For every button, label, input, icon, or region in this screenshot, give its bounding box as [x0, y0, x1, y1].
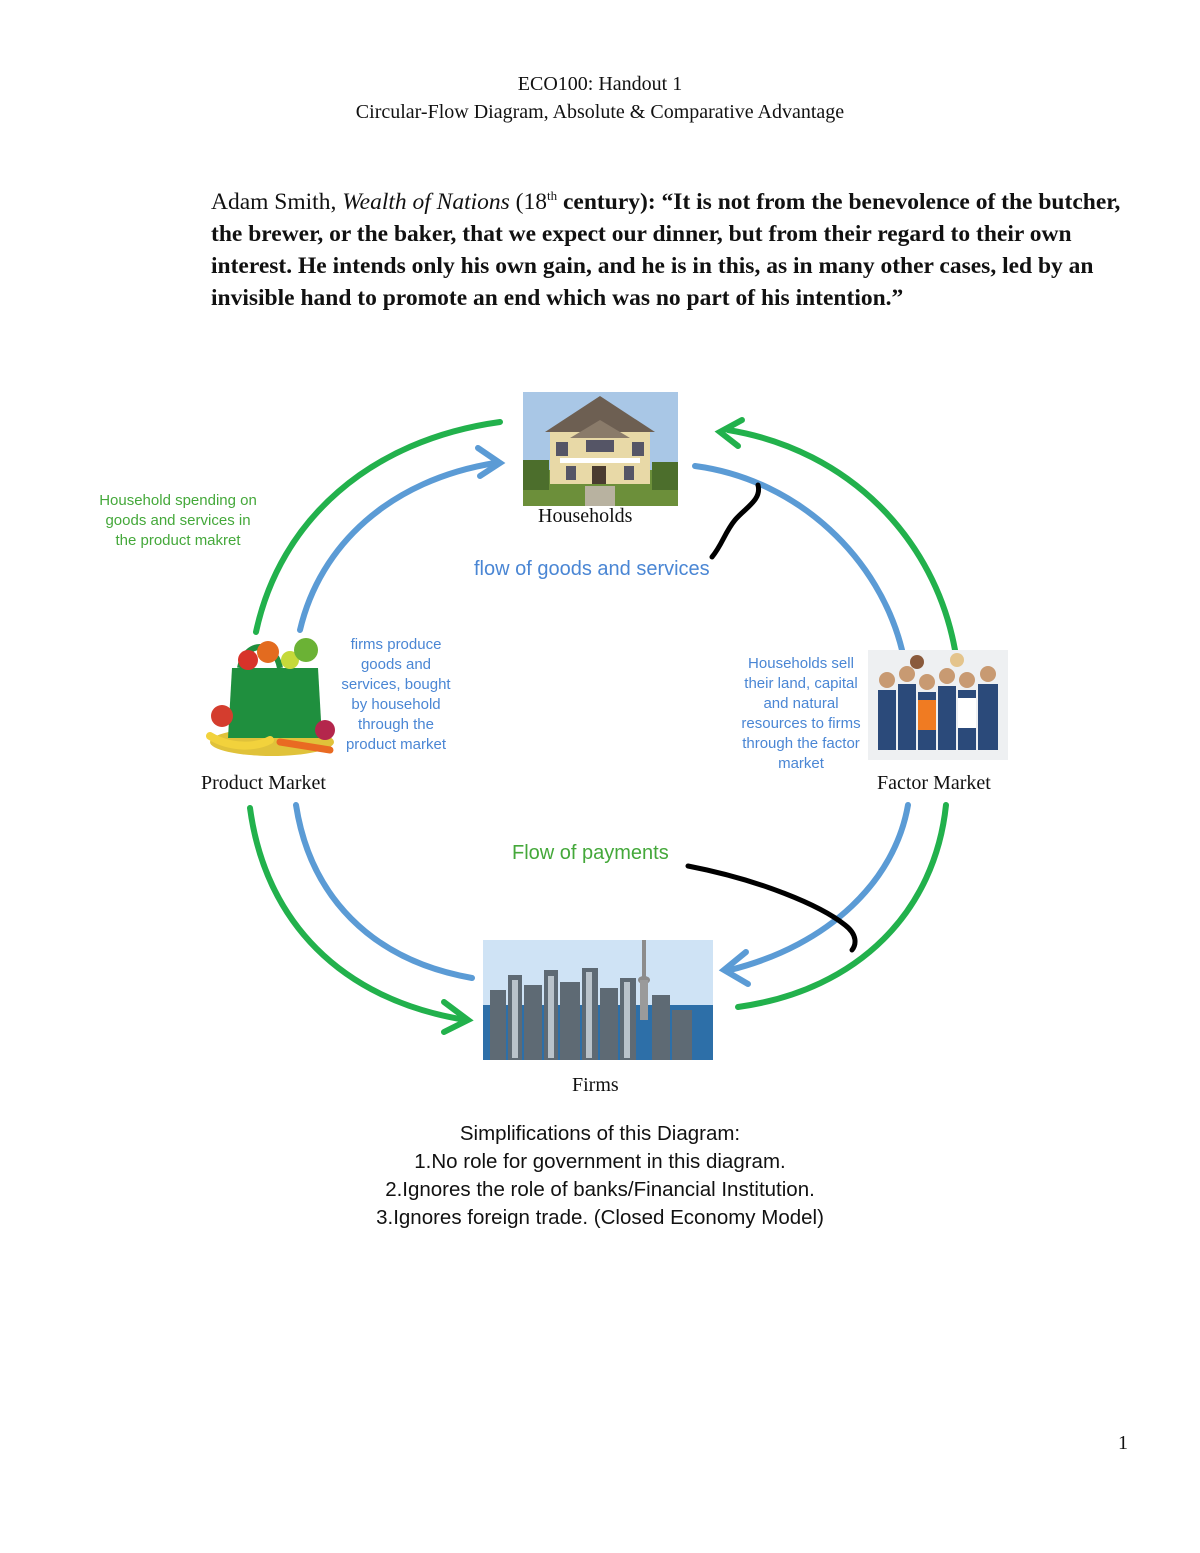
payment-arc-top-left	[253, 419, 503, 635]
payment-arrowhead-bottom-left	[441, 999, 474, 1035]
simplification-item: 3.Ignores foreign trade. (Closed Economy…	[376, 1206, 824, 1229]
household-spending-note: Household spending on goods and services…	[99, 492, 257, 549]
quote-text: “It is not from the benevolence of the b…	[211, 188, 1121, 311]
goods-flow-arrows	[293, 445, 911, 987]
pointer-goods-label	[709, 482, 762, 560]
simplifications-list: Simplifications of this Diagram: 1.No ro…	[0, 1120, 1200, 1232]
goods-arc-bottom-right	[727, 802, 911, 973]
goods-services-flow-label: flow of goods and services	[474, 558, 710, 580]
households-image	[523, 392, 678, 506]
circular-flow-diagram	[206, 392, 1008, 1060]
goods-arrowhead-bottom-right	[718, 949, 751, 987]
payments-flow-label: Flow of payments	[512, 842, 669, 864]
firms-label: Firms	[572, 1074, 619, 1096]
payment-arc-bottom-left	[247, 805, 469, 1023]
households-sell-note: Households sell their land, capital and …	[741, 655, 861, 772]
goods-arrowhead-top-left	[475, 445, 506, 479]
firms-image	[483, 940, 713, 1060]
label-pointers	[685, 482, 858, 953]
factor-market-image	[868, 650, 1008, 760]
quote-author: Adam Smith,	[211, 188, 337, 215]
payment-arrowhead-top-right	[714, 417, 745, 449]
goods-arc-top-right	[692, 463, 905, 653]
firms-produce-note: firms produce goods and services, bought…	[341, 636, 451, 753]
payment-arc-top-right	[725, 427, 958, 653]
page-number: 1	[1118, 1432, 1128, 1454]
quote-period: (18th century):	[515, 188, 656, 215]
quote-work: Wealth of Nations	[342, 188, 510, 215]
payment-arc-bottom-right	[735, 802, 949, 1010]
pointer-payments-label	[685, 863, 858, 953]
product-market-label: Product Market	[201, 772, 326, 794]
adam-smith-quote: Adam Smith, Wealth of Nations (18th cent…	[211, 180, 1131, 314]
simplification-item: 2.Ignores the role of banks/Financial In…	[385, 1178, 815, 1201]
factor-market-label: Factor Market	[877, 772, 991, 794]
course-title: ECO100: Handout 1	[517, 73, 683, 95]
handout-header: ECO100: Handout 1 Circular-Flow Diagram,…	[0, 70, 1200, 126]
product-market-image	[206, 638, 335, 756]
goods-arc-top-left	[297, 460, 498, 633]
handout-subtitle: Circular-Flow Diagram, Absolute & Compar…	[355, 101, 845, 123]
simplification-item: 1.No role for government in this diagram…	[414, 1150, 786, 1173]
households-label: Households	[538, 505, 633, 527]
goods-arc-bottom-left	[293, 802, 475, 981]
payment-flow-arrows	[247, 417, 958, 1035]
simplifications-title: Simplifications of this Diagram:	[459, 1122, 741, 1145]
